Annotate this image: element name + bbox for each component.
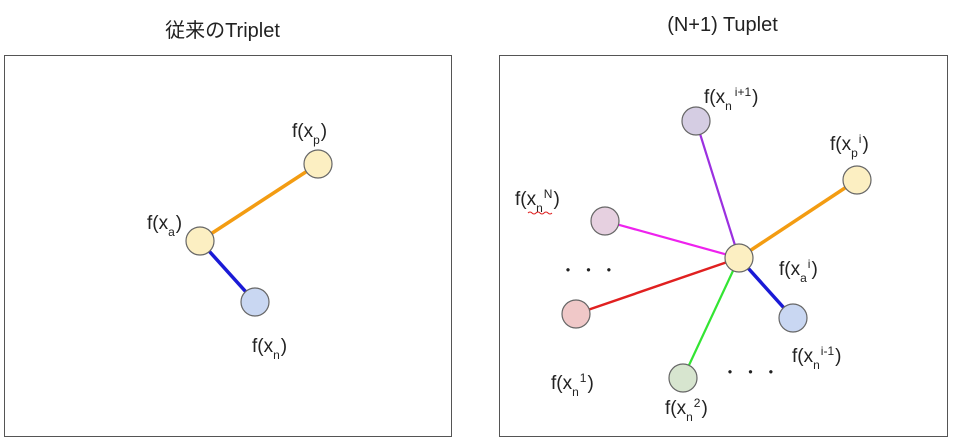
ellipsis-bottom: ・ ・ ・ [722, 365, 779, 382]
node-positive-r [842, 165, 872, 195]
label-n-i-plus-1: f(xni+1) [704, 85, 758, 113]
node-anchor [185, 226, 215, 256]
node-n-i-plus-1 [681, 106, 711, 136]
label-negative: f(xn) [252, 336, 287, 362]
node-anchor-r [724, 243, 754, 273]
label-n-1: f(xn1) [551, 371, 594, 399]
label-n-i-minus-1: f(xni-1) [792, 344, 841, 372]
node-n-1 [561, 299, 591, 329]
label-positive: f(xp) [292, 121, 327, 147]
node-n-i-minus-1 [778, 303, 808, 333]
label-anchor-r: f(xai) [779, 257, 818, 285]
ellipsis-left: ・ ・ ・ [560, 263, 617, 280]
right-panel-title: (N+1) Tuplet [667, 14, 778, 36]
left-panel [4, 55, 452, 437]
label-positive-r: f(xpi) [830, 132, 869, 160]
right-panel [499, 55, 948, 437]
edge-anchor-n-i-plus-1 [694, 120, 741, 259]
edge-anchor-n-2 [682, 257, 740, 379]
node-n-N [590, 206, 620, 236]
edge-anchor-n-1 [575, 256, 740, 316]
node-positive [303, 149, 333, 179]
edge-anchor-positive-r [738, 178, 858, 260]
label-anchor: f(xa) [147, 213, 182, 239]
left-panel-title: 従来のTriplet [165, 20, 280, 42]
node-n-2 [668, 363, 698, 393]
spellcheck-squiggle [527, 211, 553, 215]
label-n-N: f(xnN) [515, 187, 560, 215]
node-negative [240, 287, 270, 317]
label-n-2: f(xn2) [665, 396, 708, 424]
edge-anchor-n-N [604, 219, 740, 260]
edge-anchor-positive [199, 162, 319, 243]
